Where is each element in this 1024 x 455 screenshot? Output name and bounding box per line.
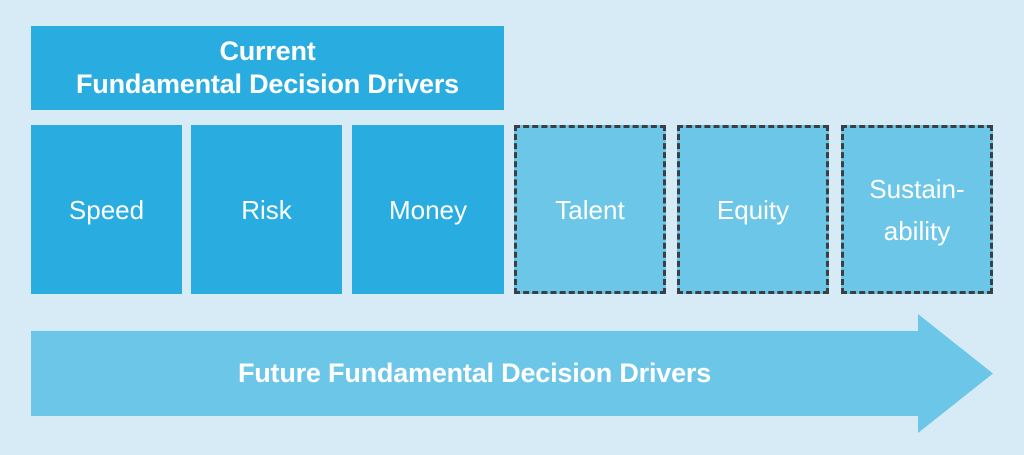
driver-box-label: Risk [241, 194, 292, 225]
driver-box-label: Talent [555, 194, 625, 225]
arrow-shape-icon [31, 314, 993, 433]
driver-box-equity[interactable]: Equity [677, 125, 829, 294]
driver-box-money[interactable]: Money [352, 125, 504, 294]
driver-box-label: Money [388, 194, 468, 225]
driver-box-sustain-ability[interactable]: Sustain-ability [841, 125, 993, 294]
current-drivers-banner: Current Fundamental Decision Drivers [31, 26, 504, 110]
driver-boxes-row: Speed Risk Money Talent Equity Sustain-abilit… [31, 125, 993, 294]
driver-box-label: Speed [68, 194, 145, 225]
banner-title-line-2: Fundamental Decision Drivers [75, 69, 459, 99]
future-drivers-arrow: Future Fundamental Decision Drivers [31, 312, 993, 435]
driver-box-talent[interactable]: Talent [514, 125, 666, 294]
driver-box-risk[interactable]: Risk [191, 125, 342, 294]
driver-box-label: Sustain-ability [869, 173, 965, 246]
driver-box-label: Equity [716, 194, 790, 225]
banner-title-line-1: Current [219, 36, 316, 66]
driver-box-speed[interactable]: Speed [31, 125, 182, 294]
